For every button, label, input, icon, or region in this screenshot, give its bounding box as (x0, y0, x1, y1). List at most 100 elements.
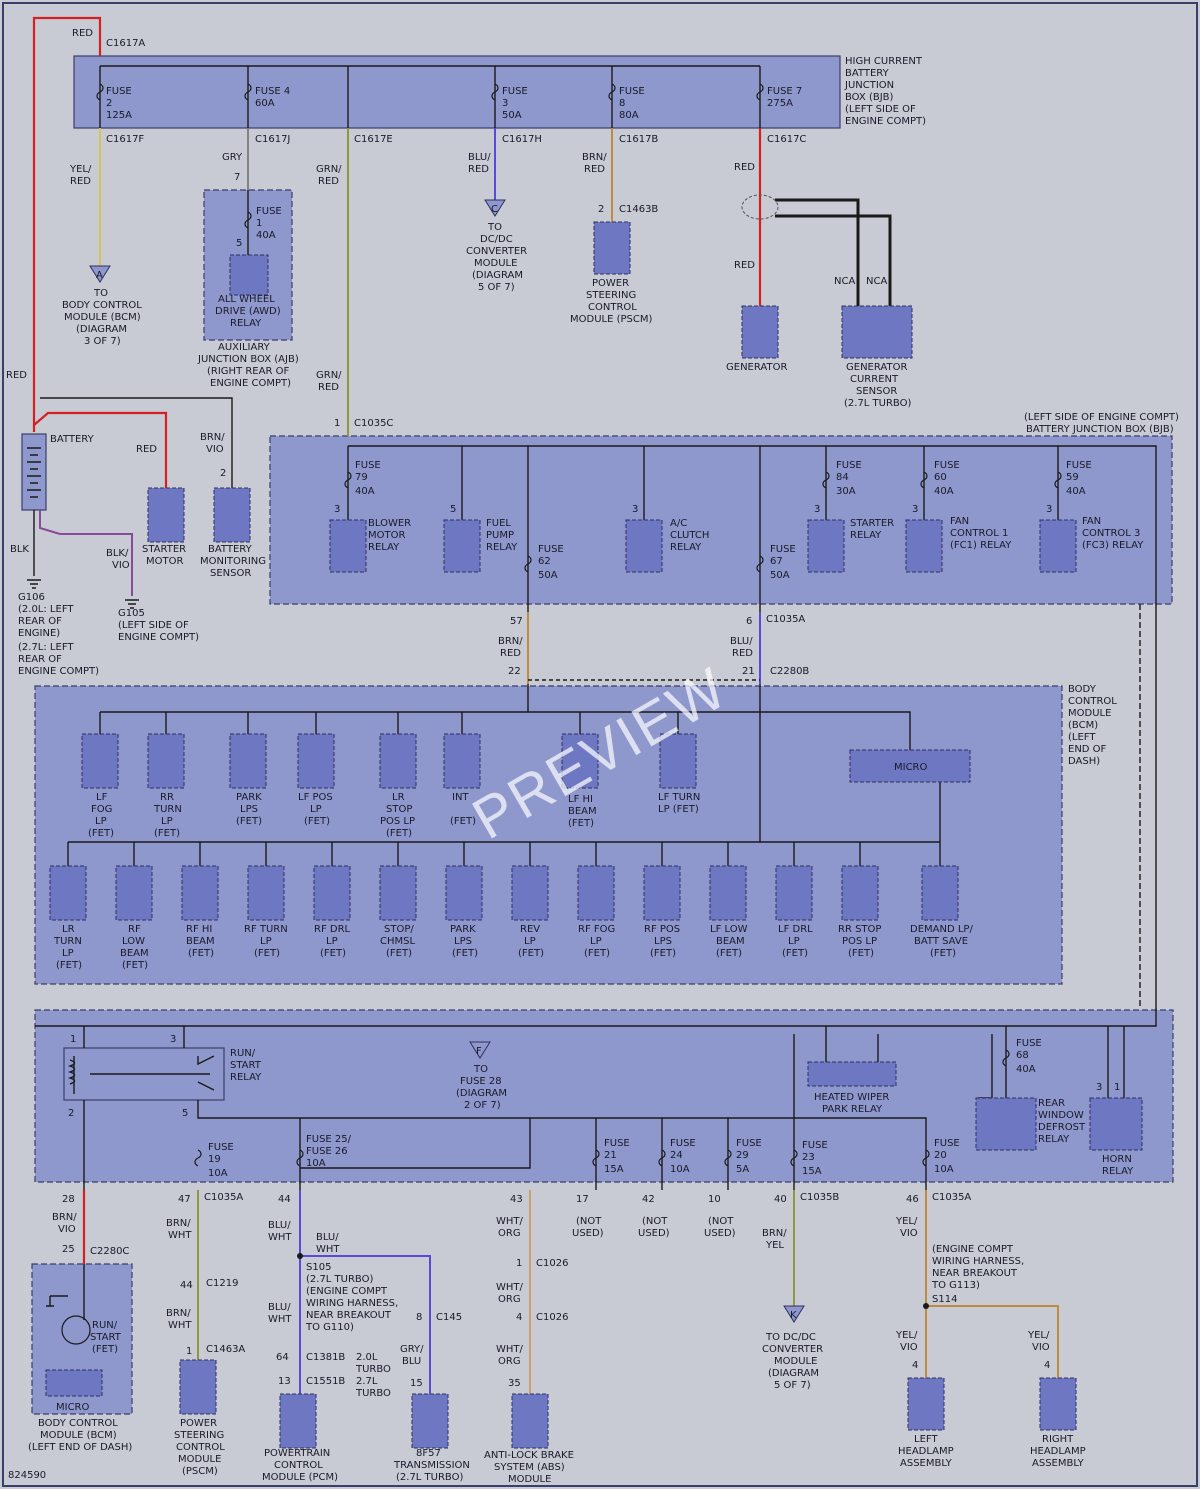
label: S114 (932, 1294, 957, 1305)
label: SENSOR (856, 386, 897, 397)
label: CONTROL (1068, 696, 1117, 707)
label: (FET) (92, 1344, 118, 1355)
label: 1 (1114, 1082, 1120, 1093)
label: LR (62, 924, 75, 935)
label: FOG (91, 804, 112, 815)
label: RELAY (1102, 1166, 1134, 1177)
label: ORG (498, 1228, 521, 1239)
label: 22 (508, 666, 521, 677)
label: BRN/ (762, 1228, 787, 1239)
pcm (279, 1393, 317, 1449)
label: 60 (934, 472, 947, 483)
label: BEAM (716, 936, 745, 947)
label: 2 (220, 468, 226, 479)
label: WIRING HARNESS, (932, 1256, 1024, 1267)
label: C2280B (770, 666, 809, 677)
label: FUSE 28 (460, 1076, 502, 1087)
label: MONITORING (200, 556, 266, 567)
label: LF DRL (778, 924, 813, 935)
blower-motor-relay (329, 519, 367, 573)
label: YEL/ (895, 1330, 918, 1341)
label: PARK (236, 792, 262, 803)
twisted-pair-marker (741, 194, 779, 220)
fet-upper-row (81, 733, 697, 789)
micro-lower (45, 1369, 103, 1397)
label: BLK (10, 544, 29, 555)
label: RUN/ (230, 1048, 256, 1059)
wire-red-main (32, 16, 102, 432)
label: TO G110) (305, 1322, 354, 1333)
label: 44 (180, 1280, 193, 1291)
label: POWER (180, 1418, 217, 1429)
label: FUSE 7 (767, 86, 802, 97)
label: GENERATOR (726, 362, 787, 373)
label: FUSE (770, 544, 796, 555)
label: LP (161, 816, 173, 827)
label: 64 (276, 1352, 289, 1363)
label: POWERTRAIN (264, 1448, 330, 1459)
label: WHT (268, 1314, 292, 1325)
bcm-bus-lower (67, 782, 941, 866)
label: C1026 (536, 1258, 568, 1269)
label: (FET) (56, 960, 82, 971)
label: YEL/ (1027, 1330, 1050, 1341)
label: FAN (950, 516, 969, 527)
label: 2 OF 7) (464, 1100, 501, 1111)
label: USED) (572, 1228, 604, 1239)
label: (FET) (568, 818, 594, 829)
label: 19 (208, 1154, 221, 1165)
label: C145 (436, 1312, 462, 1323)
label: FUSE (355, 460, 381, 471)
label: REV (520, 924, 540, 935)
label: LP (FET) (658, 804, 699, 815)
splice-s114 (923, 1303, 929, 1309)
label: (FET) (188, 948, 214, 959)
label: PUMP (486, 530, 514, 541)
label: BRN/ (52, 1212, 77, 1223)
label: HEATED WIPER (814, 1092, 889, 1103)
label: C1035A (204, 1192, 243, 1203)
label: TURN (53, 936, 82, 947)
label: CURRENT (850, 374, 899, 385)
label: BATTERY JUNCTION BOX (BJB) (1026, 424, 1174, 435)
label: 5 (450, 504, 456, 515)
label: 17 (576, 1194, 589, 1205)
label: TRANSMISSION (393, 1460, 470, 1471)
label: RELAY (230, 318, 262, 329)
label: FUSE (502, 86, 528, 97)
label: ORG (498, 1294, 521, 1305)
connector-f-triangle (469, 1041, 491, 1059)
label: POS LP (380, 816, 415, 827)
label: HORN (1102, 1154, 1132, 1165)
label: BATT SAVE (914, 936, 968, 947)
label: END OF (1068, 744, 1107, 755)
label: START (230, 1060, 262, 1071)
label: FUSE (670, 1138, 696, 1149)
label: (FET) (584, 948, 610, 959)
fuse-symbols-lower (194, 1049, 1010, 1167)
label: (NOT (642, 1216, 668, 1227)
label: LR (392, 792, 405, 803)
label: BODY CONTROL (38, 1418, 118, 1429)
label: RED (468, 164, 489, 175)
label: USED) (638, 1228, 670, 1239)
label: START (90, 1332, 122, 1343)
label: VIO (1032, 1342, 1050, 1353)
label: FUEL (486, 518, 511, 529)
labels: RED C1617A FUSE 2 125A FUSE 4 60A FUSE 3… (6, 28, 1179, 1485)
label: 84 (836, 472, 849, 483)
label: BLU/ (268, 1302, 291, 1313)
label: 40A (355, 486, 375, 497)
label: 1 (256, 218, 262, 229)
label: (2.7L TURBO) (396, 1472, 463, 1483)
label: INT (452, 792, 469, 803)
label: (LEFT SIDE OF ENGINE COMPT) (1024, 412, 1179, 423)
label: 6 (746, 616, 752, 627)
label: LF HI (568, 794, 593, 805)
label: 8 (416, 1312, 422, 1323)
fan-control-3-relay (1039, 519, 1077, 573)
label: CONTROL 3 (1082, 528, 1140, 539)
label: 3 (1096, 1082, 1102, 1093)
fuse-symbols-top (96, 83, 764, 229)
label: LF LOW (710, 924, 748, 935)
